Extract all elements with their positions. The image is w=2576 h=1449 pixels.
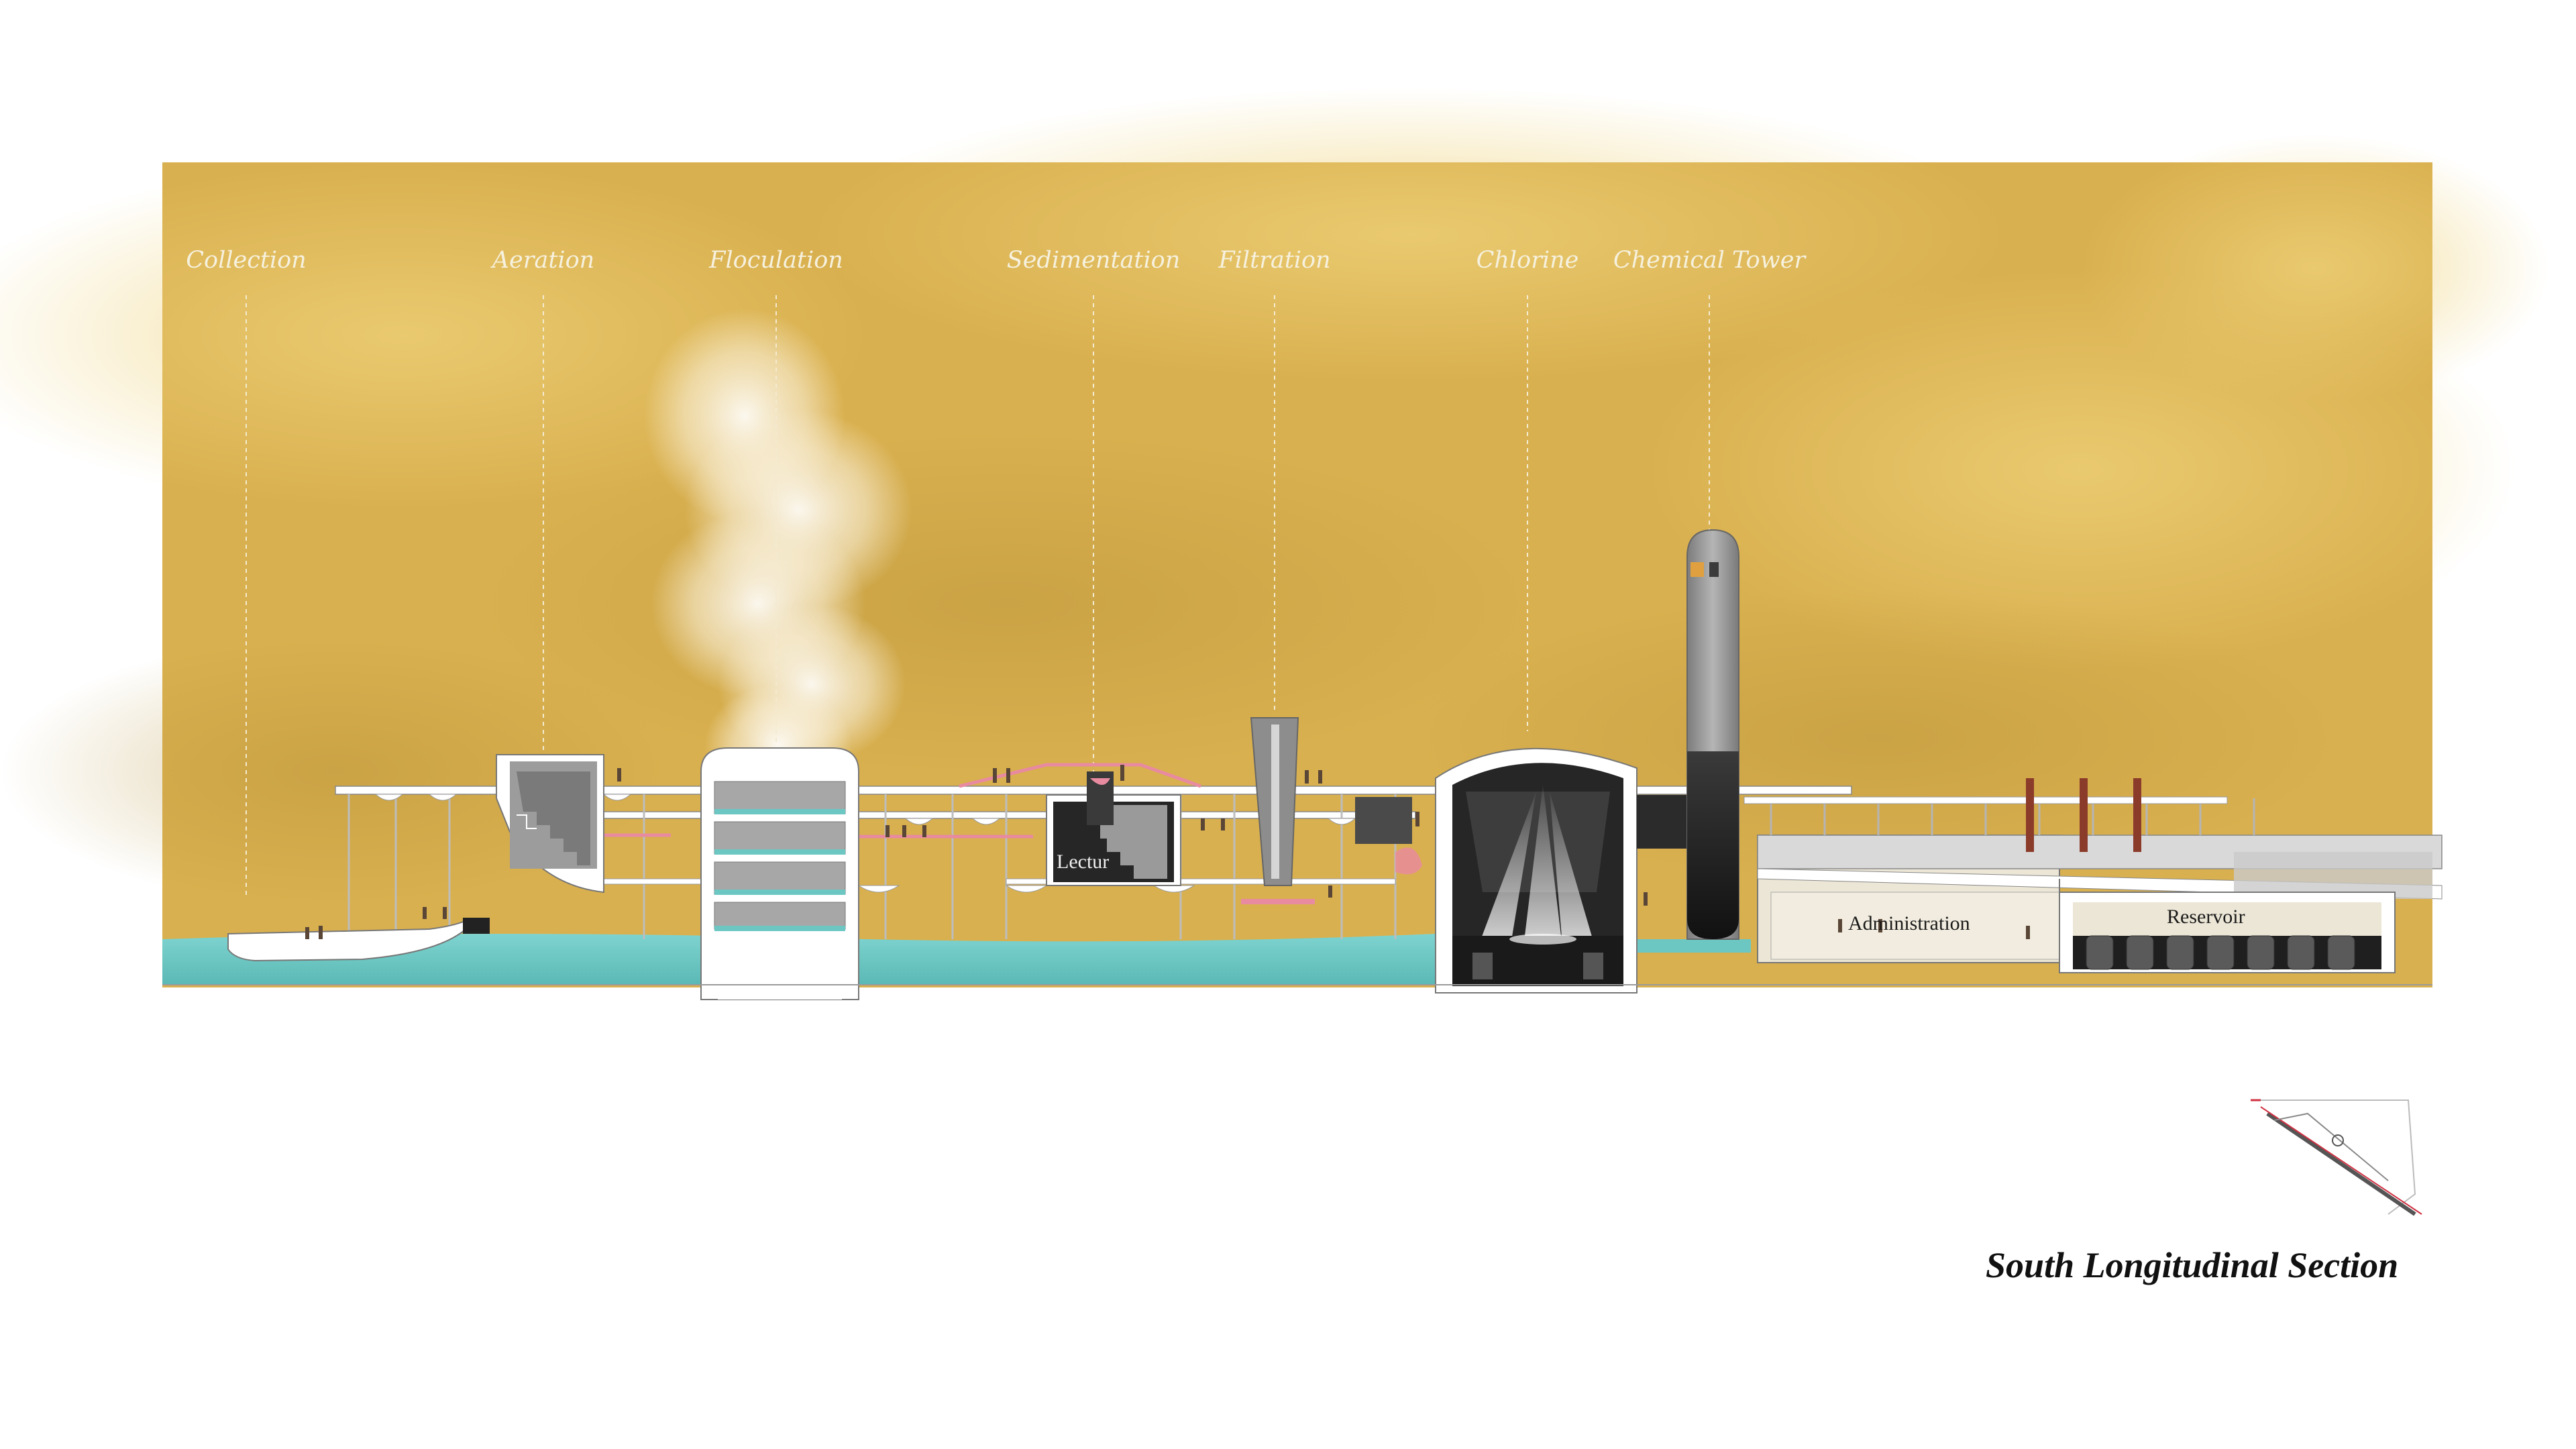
- stage-leader-lines: [246, 295, 1710, 899]
- machinery-block: [1355, 797, 1412, 844]
- aeration-structure: [496, 754, 604, 894]
- sedimentation-structure: [1046, 771, 1181, 886]
- tower-connector: [1637, 795, 1690, 849]
- stage-label-chemical-tower: Chemical Tower: [1613, 247, 1806, 274]
- chlorine-chamber: [1435, 747, 1638, 994]
- collection-boat: [227, 918, 490, 962]
- stage-label-chlorine: Chlorine: [1476, 247, 1579, 274]
- stage-label-floculation: Floculation: [709, 247, 843, 274]
- stage-label-sedimentation: Sedimentation: [1006, 247, 1181, 274]
- floculation-tower: [700, 747, 859, 1000]
- reservoir-building: [2059, 892, 2396, 973]
- room-label-lecture: Lectur: [1057, 851, 1110, 873]
- stage-label-aeration: Aeration: [492, 247, 595, 274]
- room-label-administration: Administration: [1848, 912, 1970, 934]
- filtration-column: [1250, 717, 1299, 886]
- people-figures: [305, 765, 2030, 939]
- administration-building: [1743, 778, 2443, 963]
- stage-label-collection: Collection: [186, 247, 307, 274]
- chemical-tower: [1686, 529, 1739, 940]
- room-label-reservoir: Reservoir: [2167, 906, 2245, 928]
- key-plan: [2251, 1099, 2422, 1216]
- sky-background: [0, 87, 2549, 987]
- drawing-title: South Longitudinal Section: [1986, 1245, 2399, 1285]
- stage-label-filtration: Filtration: [1218, 247, 1331, 274]
